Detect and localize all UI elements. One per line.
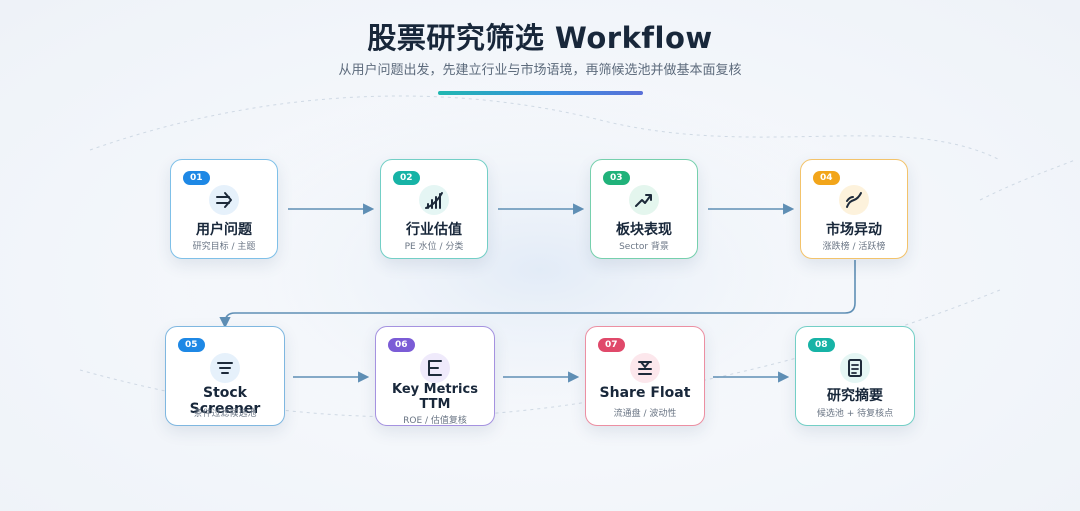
step-subtitle: ROE / 估值复核 [403, 416, 467, 426]
step-title: 研究摘要 [827, 388, 883, 404]
step-subtitle: Sector 背景 [619, 242, 669, 252]
step-badge: 02 [393, 171, 420, 185]
step-badge: 06 [388, 338, 415, 352]
step-title: 行业估值 [406, 222, 462, 238]
page-subtitle: 从用户问题出发，先建立行业与市场语境，再筛候选池并做基本面复核 [338, 63, 742, 78]
step-badge: 03 [603, 171, 630, 185]
step-subtitle: 候选池 + 待复核点 [816, 409, 894, 419]
list-icon [420, 353, 450, 383]
decorative-dashed-curve-top [89, 95, 1001, 161]
step-title: 板块表现 [616, 222, 672, 238]
step-subtitle: 条件过滤候选池 [193, 409, 257, 419]
trend-up-icon [629, 185, 659, 215]
step-subtitle: 涨跌榜 / 活跃榜 [822, 242, 886, 252]
step-badge: 08 [808, 338, 835, 352]
step-subtitle: 研究目标 / 主题 [192, 242, 256, 252]
decorative-dashed-curve-right [979, 159, 1076, 201]
step-card-08[interactable]: 08 研究摘要 候选池 + 待复核点 [795, 326, 915, 426]
step-title: 用户问题 [196, 222, 252, 238]
step-card-04[interactable]: 04 市场异动 涨跌榜 / 活跃榜 [800, 159, 908, 259]
step-badge: 01 [183, 171, 210, 185]
step-badge: 04 [813, 171, 840, 185]
connector-04-05 [219, 260, 856, 329]
step-card-01[interactable]: 01 用户问题 研究目标 / 主题 [170, 159, 278, 259]
bar-chart-icon [419, 185, 449, 215]
title-underline [437, 91, 643, 95]
page-title: 股票研究筛选 Workflow [367, 21, 713, 55]
step-badge: 05 [178, 338, 205, 352]
header: 股票研究筛选 Workflow 从用户问题出发，先建立行业与市场语境，再筛候选池… [0, 18, 1080, 95]
float-icon [630, 353, 660, 383]
step-badge: 07 [598, 338, 625, 352]
step-card-06[interactable]: 06 Key Metrics TTM ROE / 估值复核 [375, 326, 495, 426]
step-title: Share Float [599, 385, 691, 401]
document-icon [840, 353, 870, 383]
step-card-03[interactable]: 03 板块表现 Sector 背景 [590, 159, 698, 259]
step-title: Key Metrics TTM [392, 382, 478, 412]
step-title: 市场异动 [826, 222, 882, 238]
curve-icon [839, 185, 869, 215]
step-card-02[interactable]: 02 行业估值 PE 水位 / 分类 [380, 159, 488, 259]
arrow-right-icon [209, 185, 239, 215]
step-card-05[interactable]: 05 Stock Screener 条件过滤候选池 [165, 326, 285, 426]
step-subtitle: PE 水位 / 分类 [404, 242, 464, 252]
step-subtitle: 流通盘 / 波动性 [613, 409, 677, 419]
step-card-07[interactable]: 07 Share Float 流通盘 / 波动性 [585, 326, 705, 426]
step-title: Stock Screener [189, 385, 261, 417]
filter-lines-icon [210, 353, 240, 383]
